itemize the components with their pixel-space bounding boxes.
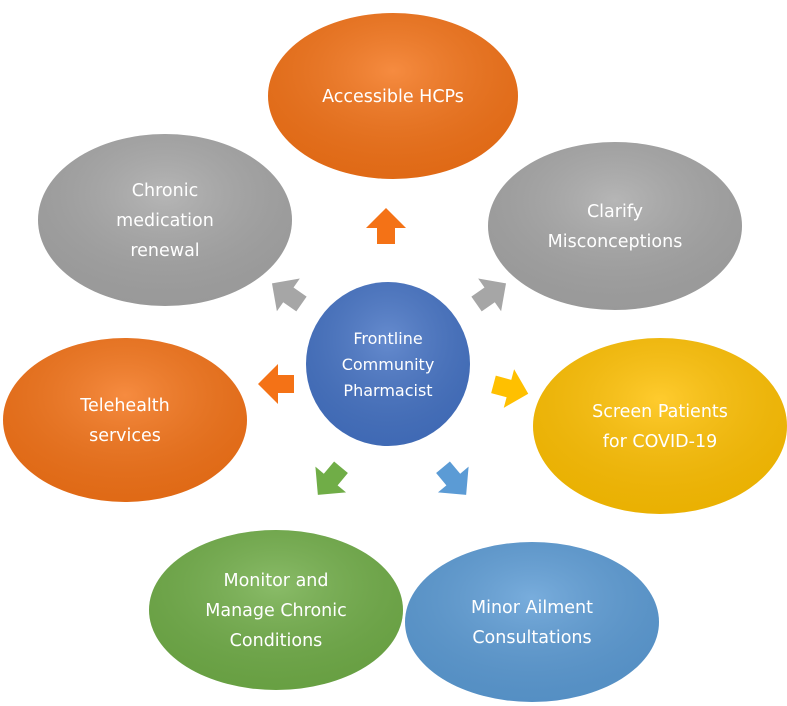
node-label-telehealth-line-1: Telehealth <box>79 396 170 416</box>
center-label-line-2: Community <box>342 355 435 374</box>
arrow-icon-clarify-misconceptions <box>471 278 507 312</box>
node-telehealth: Telehealth services <box>3 338 247 502</box>
node-screen-patients: Screen Patients for COVID-19 <box>533 338 787 514</box>
node-shading-screen-patients <box>533 338 787 514</box>
node-chronic-renewal: Chronic medication renewal <box>38 134 292 306</box>
node-shading-accessible-hcps <box>268 13 518 179</box>
arrow-icon-monitor-manage <box>315 461 348 495</box>
node-shading-monitor-manage <box>149 530 403 690</box>
node-label-minor-ailment-line-2: Consultations <box>472 628 591 648</box>
node-label-telehealth-line-2: services <box>89 426 161 446</box>
arrow-icon-chronic-renewal <box>271 278 307 312</box>
node-label-screen-patients-line-1: Screen Patients <box>592 402 728 422</box>
center-node-shading <box>306 282 470 446</box>
arrow-icon-screen-patients <box>491 369 529 408</box>
arrow-icon-telehealth <box>258 364 294 404</box>
node-label-monitor-manage-line-2: Manage Chronic <box>205 601 346 621</box>
node-shading-chronic-renewal <box>38 134 292 306</box>
center-label-line-3: Pharmacist <box>343 381 432 400</box>
node-accessible-hcps: Accessible HCPs <box>268 13 518 179</box>
node-label-monitor-manage-line-1: Monitor and <box>223 571 328 591</box>
node-label-chronic-renewal-line-2: medication <box>116 211 214 231</box>
node-label-chronic-renewal-line-1: Chronic <box>132 181 198 201</box>
arrow-icon-accessible-hcps <box>366 208 406 244</box>
node-label-minor-ailment-line-1: Minor Ailment <box>471 598 593 618</box>
center-label-line-1: Frontline <box>353 329 422 348</box>
arrow-icon-minor-ailment <box>436 461 469 495</box>
node-label-screen-patients-line-2: for COVID-19 <box>603 432 718 452</box>
node-shading-telehealth <box>3 338 247 502</box>
nodes-layer: Accessible HCPsClarifyMisconceptionsScre… <box>3 13 787 702</box>
arrows-layer <box>258 208 529 495</box>
node-label-clarify-misconceptions-line-1: Clarify <box>587 202 643 222</box>
node-shading-minor-ailment <box>405 542 659 702</box>
node-label-accessible-hcps-line-1: Accessible HCPs <box>322 87 464 107</box>
node-label-monitor-manage-line-3: Conditions <box>230 631 323 651</box>
node-shading-clarify-misconceptions <box>488 142 742 310</box>
node-label-clarify-misconceptions-line-2: Misconceptions <box>548 232 683 252</box>
node-label-chronic-renewal-line-3: renewal <box>130 241 199 261</box>
